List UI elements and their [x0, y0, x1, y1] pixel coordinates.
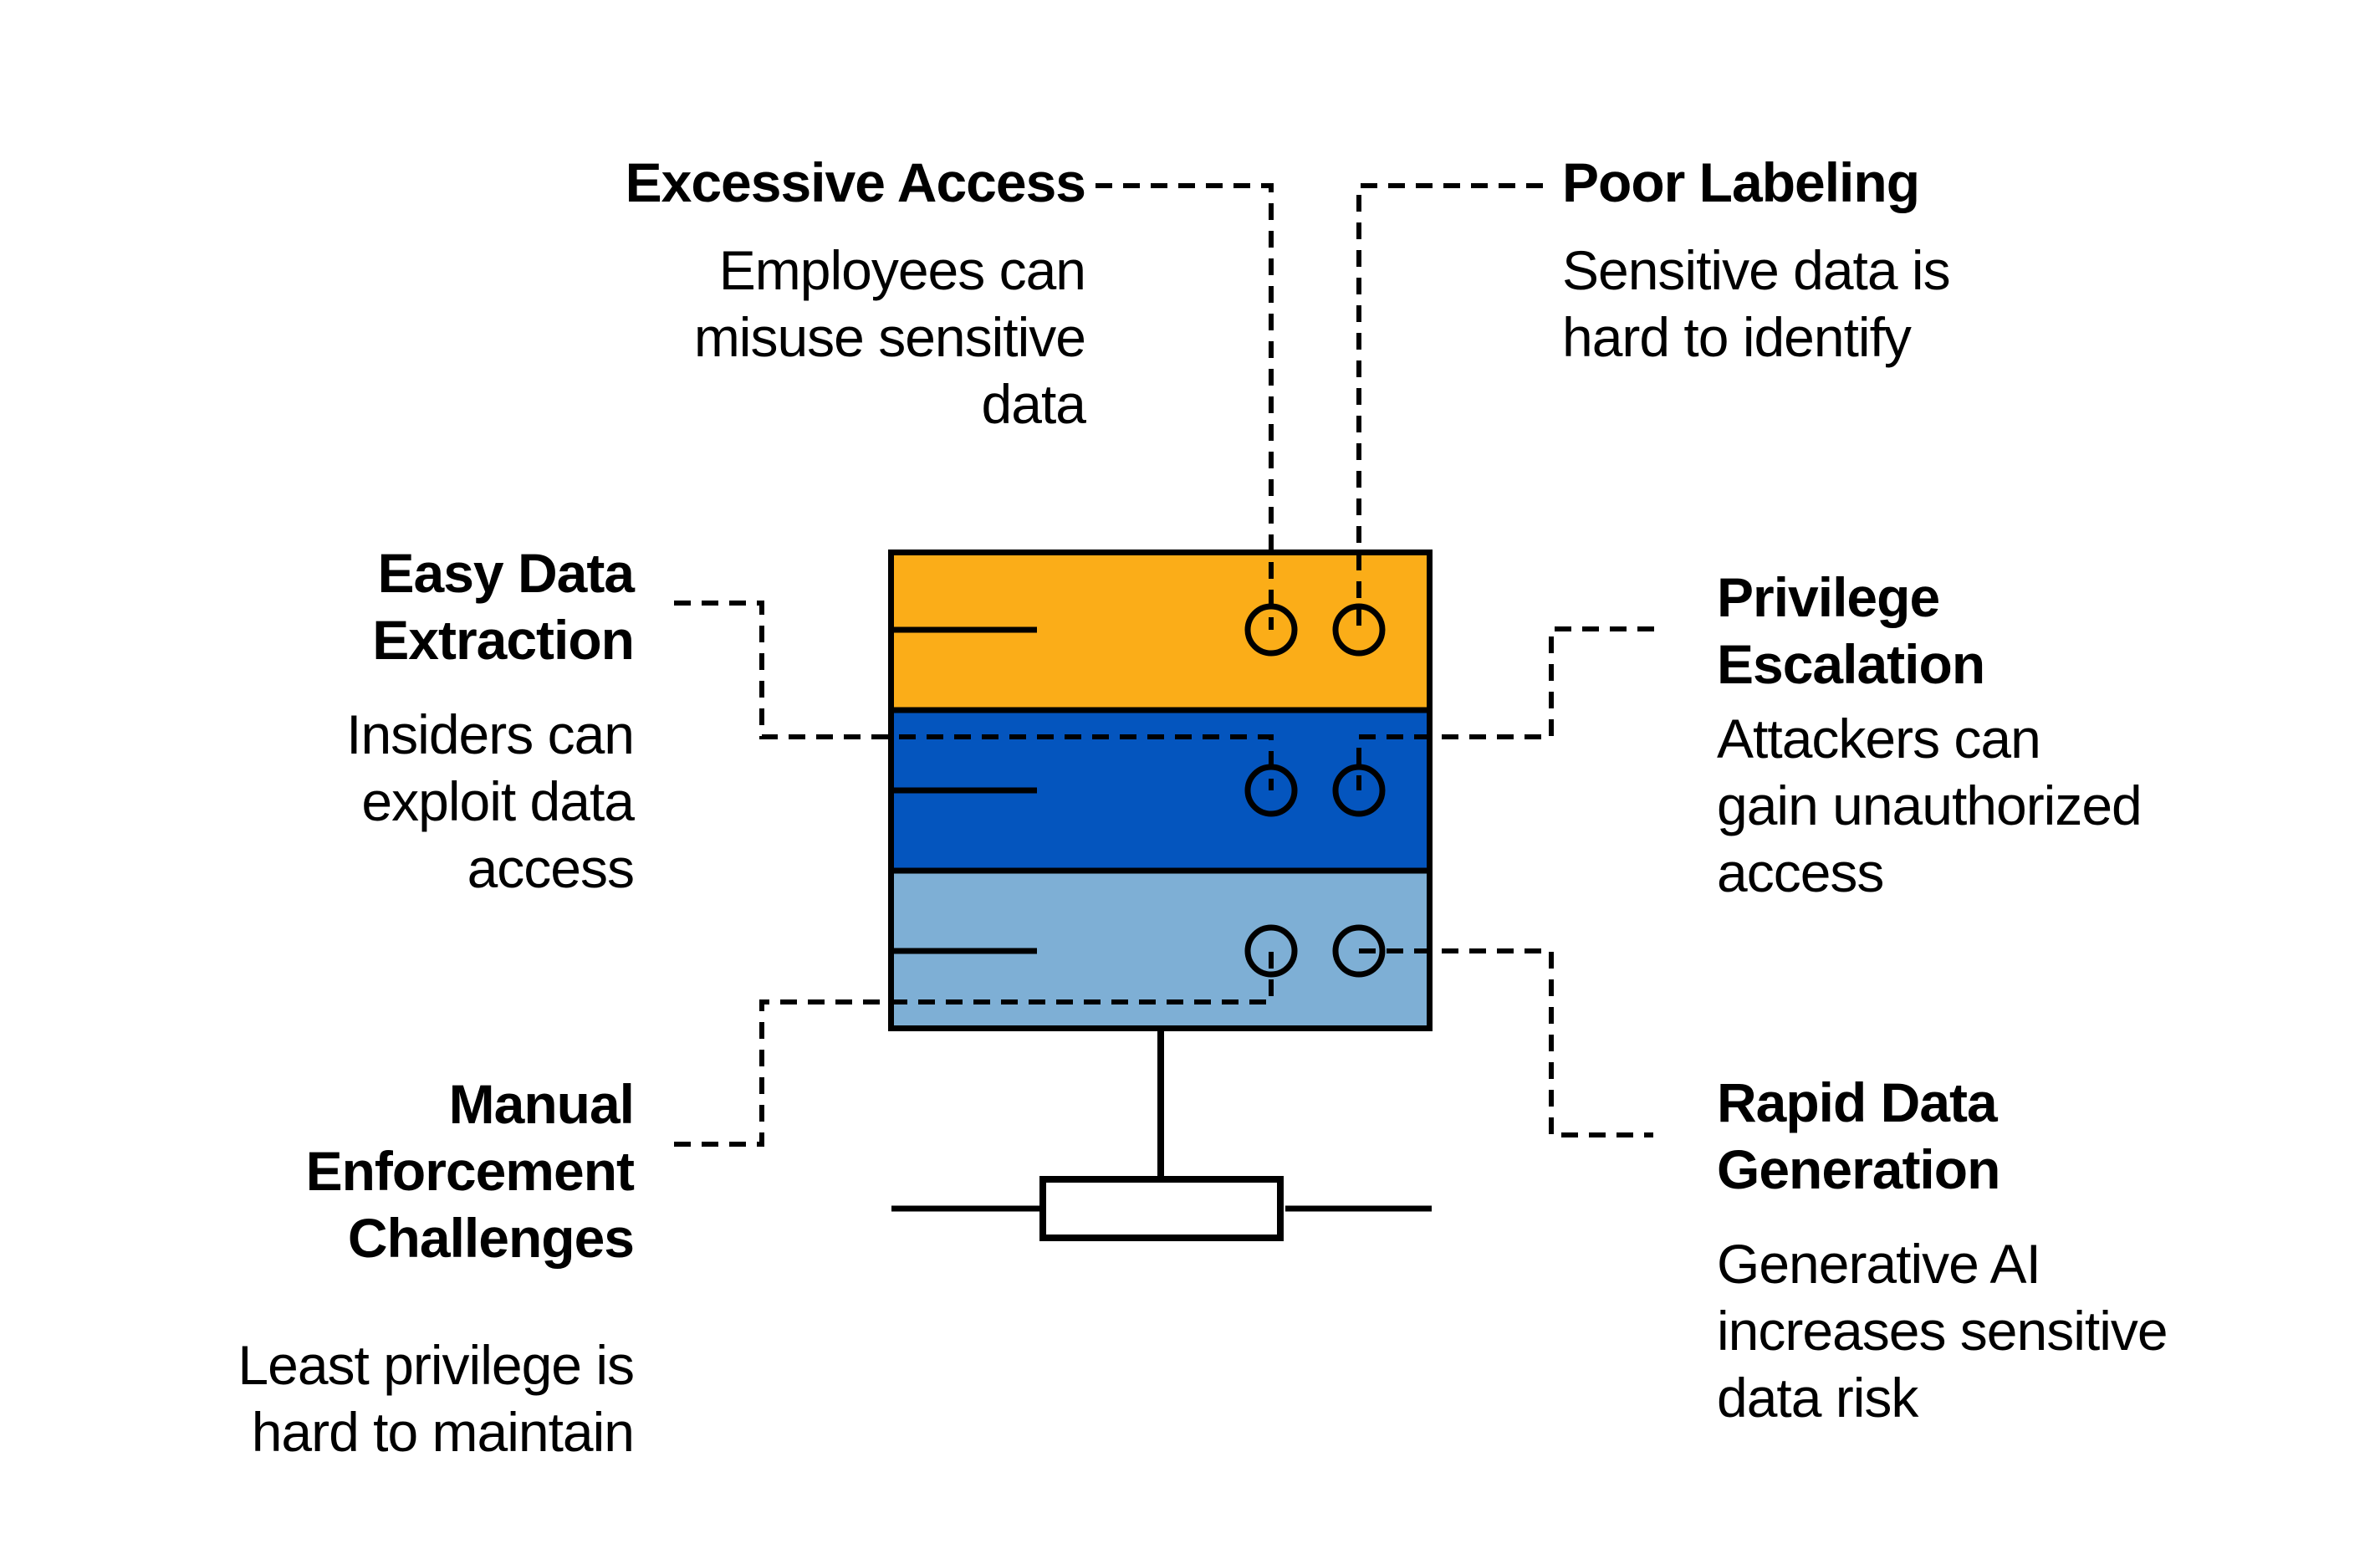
connector-easy-data-extraction — [674, 601, 1274, 790]
label-description-excessive-access: Employees can misuse sensitive data — [693, 239, 1086, 435]
indicator-light-icon — [1332, 924, 1386, 978]
indicator-light-icon — [1244, 924, 1298, 978]
label-description-privilege-escalation: Attackers can gain unauthorized access — [1717, 708, 2143, 903]
label-title-easy-data-extraction: Easy Data Extraction — [372, 542, 635, 671]
server-outline — [888, 550, 1433, 1031]
server-rack — [888, 550, 1433, 1031]
label-description-rapid-data-generation: Generative AI increases sensitive data r… — [1717, 1233, 2168, 1429]
indicator-light-icon — [1332, 603, 1386, 657]
server-stand — [891, 1031, 1432, 1241]
connector-excessive-access — [1096, 183, 1274, 630]
label-description-manual-enforcement: Least privilege is hard to maintain — [237, 1334, 635, 1463]
stand-base — [1039, 1176, 1284, 1241]
connector-lines — [674, 183, 1654, 1147]
indicator-light-icon — [1332, 764, 1386, 817]
connector-poor-labeling — [1356, 183, 1543, 630]
label-title-privilege-escalation: Privilege Escalation — [1717, 566, 1985, 695]
connector-privilege-escalation — [1356, 626, 1654, 790]
connector-manual-enforcement — [674, 951, 1274, 1147]
connector-rapid-data-generation — [1359, 948, 1653, 1137]
label-title-manual-enforcement: Manual Enforcement Challenges — [305, 1073, 635, 1269]
label-title-excessive-access: Excessive Access — [625, 151, 1086, 213]
label-description-easy-data-extraction: Insiders can exploit data access — [346, 703, 635, 899]
label-title-rapid-data-generation: Rapid Data Generation — [1717, 1071, 2000, 1200]
label-title-poor-labeling: Poor Labeling — [1562, 151, 1920, 213]
label-description-poor-labeling: Sensitive data is hard to identify — [1562, 239, 1951, 368]
